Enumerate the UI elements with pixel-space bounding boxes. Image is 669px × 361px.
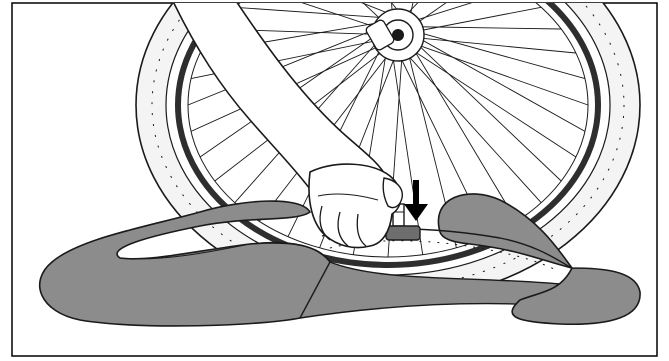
valve-base xyxy=(386,226,420,240)
arrow-shaft xyxy=(413,180,419,206)
